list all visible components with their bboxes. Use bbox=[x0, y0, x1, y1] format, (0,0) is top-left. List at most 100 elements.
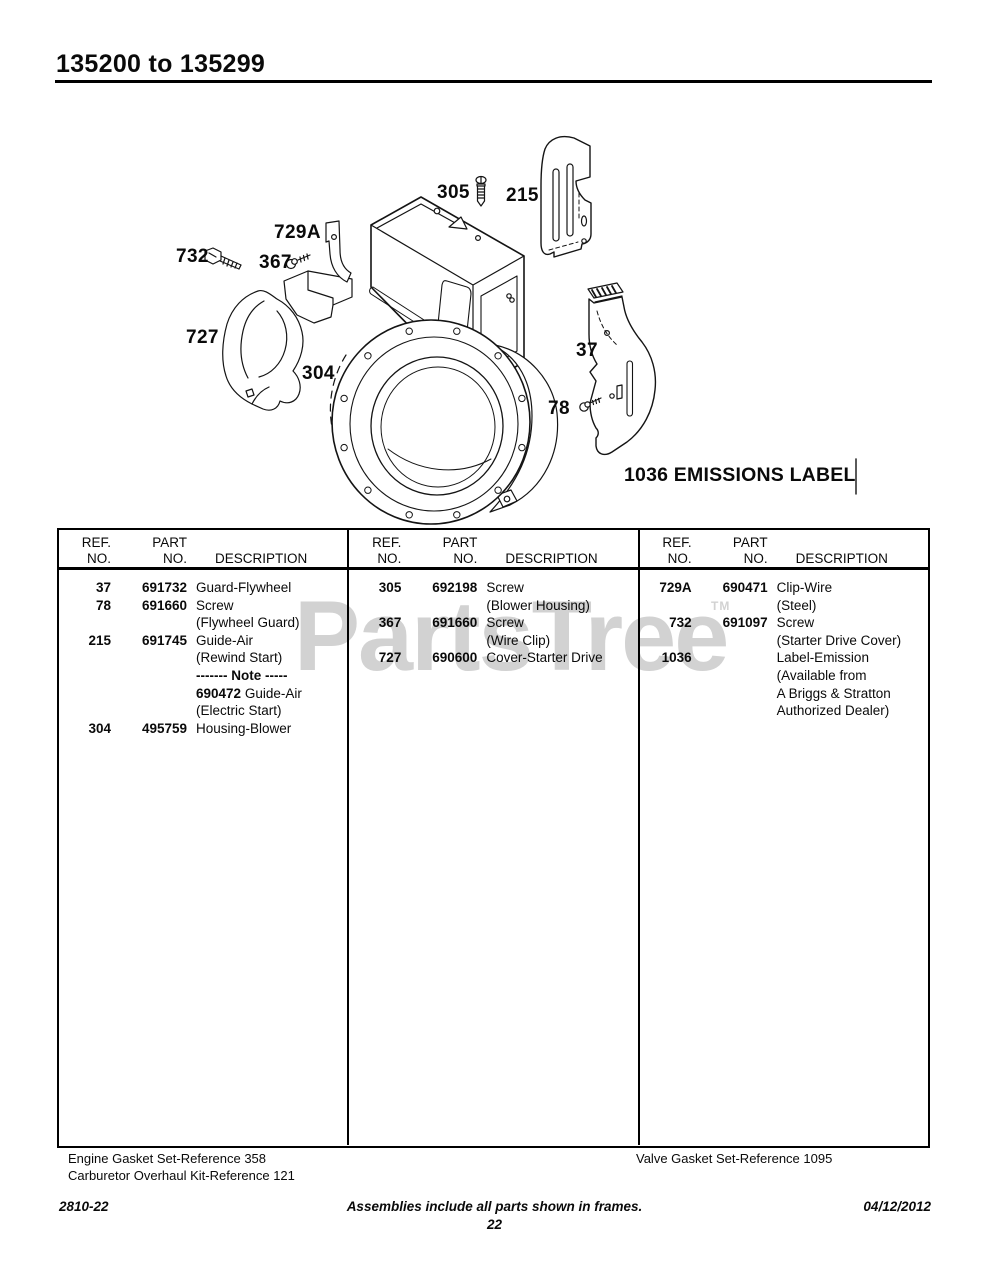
description: Label-Emission bbox=[776, 650, 869, 666]
part-no: 691732 bbox=[141, 580, 187, 595]
gasket-references-left: Engine Gasket Set-Reference 358 Carburet… bbox=[68, 1151, 295, 1184]
description: (Flywheel Guard) bbox=[196, 615, 300, 631]
description: (Wire Clip) bbox=[486, 632, 551, 648]
ref-no: 304 bbox=[88, 720, 111, 736]
header-group: REF. PART NO. NO. DESCRIPTION bbox=[347, 530, 637, 567]
description: A Briggs & Stratton bbox=[776, 685, 891, 701]
description: Clip-Wire bbox=[776, 580, 833, 595]
header-group: REF. PART NO. NO. DESCRIPTION bbox=[637, 530, 928, 567]
title-rule bbox=[55, 80, 932, 83]
part-no: 690471 bbox=[722, 580, 768, 595]
description: Guide-Air bbox=[196, 632, 254, 648]
part-line: 305 692198 Screw bbox=[349, 579, 637, 597]
screw-732-drawing bbox=[204, 247, 242, 270]
ref-no bbox=[59, 649, 111, 667]
part-line: (Electric Start) bbox=[59, 702, 347, 720]
flange-bolt-holes bbox=[340, 327, 526, 519]
description: 690472 Guide-Air bbox=[196, 685, 302, 701]
carburetor-overhaul-reference: Carburetor Overhaul Kit-Reference 121 bbox=[68, 1167, 295, 1183]
part-no bbox=[692, 685, 768, 703]
part-line: (Starter Drive Cover) bbox=[640, 632, 928, 650]
ref-no: 727 bbox=[378, 650, 402, 666]
description: (Starter Drive Cover) bbox=[776, 632, 902, 648]
ref-no: 305 bbox=[378, 580, 402, 595]
valve-gasket-reference: Valve Gasket Set-Reference 1095 bbox=[636, 1151, 833, 1166]
clip-wire-drawing bbox=[325, 220, 352, 283]
description: Cover-Starter Drive bbox=[486, 650, 603, 666]
part-no bbox=[401, 632, 477, 650]
part-no bbox=[111, 702, 187, 720]
watermark: PartsTree bbox=[294, 580, 729, 691]
parts-table: REF. PART NO. NO. DESCRIPTION REF. PART … bbox=[57, 528, 930, 1148]
header-ref-line1: REF. bbox=[662, 535, 692, 550]
header-description: DESCRIPTION bbox=[795, 551, 888, 566]
callout-367: 367 bbox=[259, 252, 292, 273]
part-no bbox=[692, 702, 768, 720]
description: Housing-Blower bbox=[196, 720, 292, 736]
ref-no bbox=[59, 614, 111, 632]
ref-no: 367 bbox=[378, 615, 402, 631]
part-line: Authorized Dealer) bbox=[640, 702, 928, 720]
ref-no: 1036 bbox=[661, 650, 692, 666]
engine-gasket-reference: Engine Gasket Set-Reference 358 bbox=[68, 1151, 267, 1166]
assemblies-note: Assemblies include all parts shown in fr… bbox=[346, 1199, 643, 1214]
part-line: 690472 Guide-Air bbox=[59, 685, 347, 703]
description: (Available from bbox=[776, 667, 867, 683]
part-no: 692198 bbox=[432, 580, 478, 595]
part-no: 691745 bbox=[141, 632, 187, 648]
part-line: (Available from bbox=[640, 667, 928, 685]
ref-no bbox=[59, 667, 111, 685]
part-line: ------- Note ----- bbox=[59, 667, 347, 685]
ref-no bbox=[640, 667, 692, 685]
revision-date: 04/12/2012 bbox=[863, 1199, 931, 1214]
part-line: (Steel) bbox=[640, 597, 928, 615]
screw-78-drawing bbox=[579, 397, 602, 412]
header-ref-line1: REF. bbox=[372, 535, 402, 550]
header-part-line1: PART bbox=[732, 535, 768, 550]
ref-no bbox=[349, 632, 401, 650]
callout-215: 215 bbox=[506, 185, 539, 206]
part-line: (Wire Clip) bbox=[349, 632, 637, 650]
part-no: 691660 bbox=[141, 597, 187, 613]
callout-305: 305 bbox=[437, 182, 470, 203]
description: Screw bbox=[776, 615, 815, 631]
header-description: DESCRIPTION bbox=[215, 551, 308, 566]
header-part-line2: NO. bbox=[453, 551, 478, 566]
description: ------- Note ----- bbox=[196, 667, 288, 683]
parts-diagram bbox=[204, 135, 857, 525]
ref-no bbox=[640, 702, 692, 720]
part-line: 1036 Label-Emission bbox=[640, 649, 928, 667]
ref-no bbox=[640, 597, 692, 615]
guide-air-drawing bbox=[540, 135, 592, 258]
callout-37: 37 bbox=[576, 340, 598, 361]
ref-no bbox=[59, 685, 111, 703]
page-title: 135200 to 135299 bbox=[56, 50, 266, 78]
document-code: 2810-22 bbox=[59, 1199, 109, 1214]
header-part-line2: NO. bbox=[743, 551, 768, 566]
part-line: (Blower Housing) bbox=[349, 597, 637, 615]
header-ref-line2: NO. bbox=[377, 551, 402, 566]
header-part-line1: PART bbox=[152, 535, 187, 550]
part-no bbox=[111, 667, 187, 685]
ref-no bbox=[59, 702, 111, 720]
part-line: (Flywheel Guard) bbox=[59, 614, 347, 632]
parts-column: 305 692198 Screw(Blower Housing)367 691660 S… bbox=[347, 570, 637, 1145]
ref-no: 37 bbox=[95, 580, 111, 595]
part-no: 691097 bbox=[722, 615, 768, 631]
description: Screw bbox=[486, 580, 524, 595]
header-description: DESCRIPTION bbox=[505, 551, 598, 566]
part-no bbox=[111, 649, 187, 667]
part-no bbox=[692, 667, 768, 685]
part-no: 691660 bbox=[432, 615, 478, 631]
part-no bbox=[401, 597, 477, 615]
